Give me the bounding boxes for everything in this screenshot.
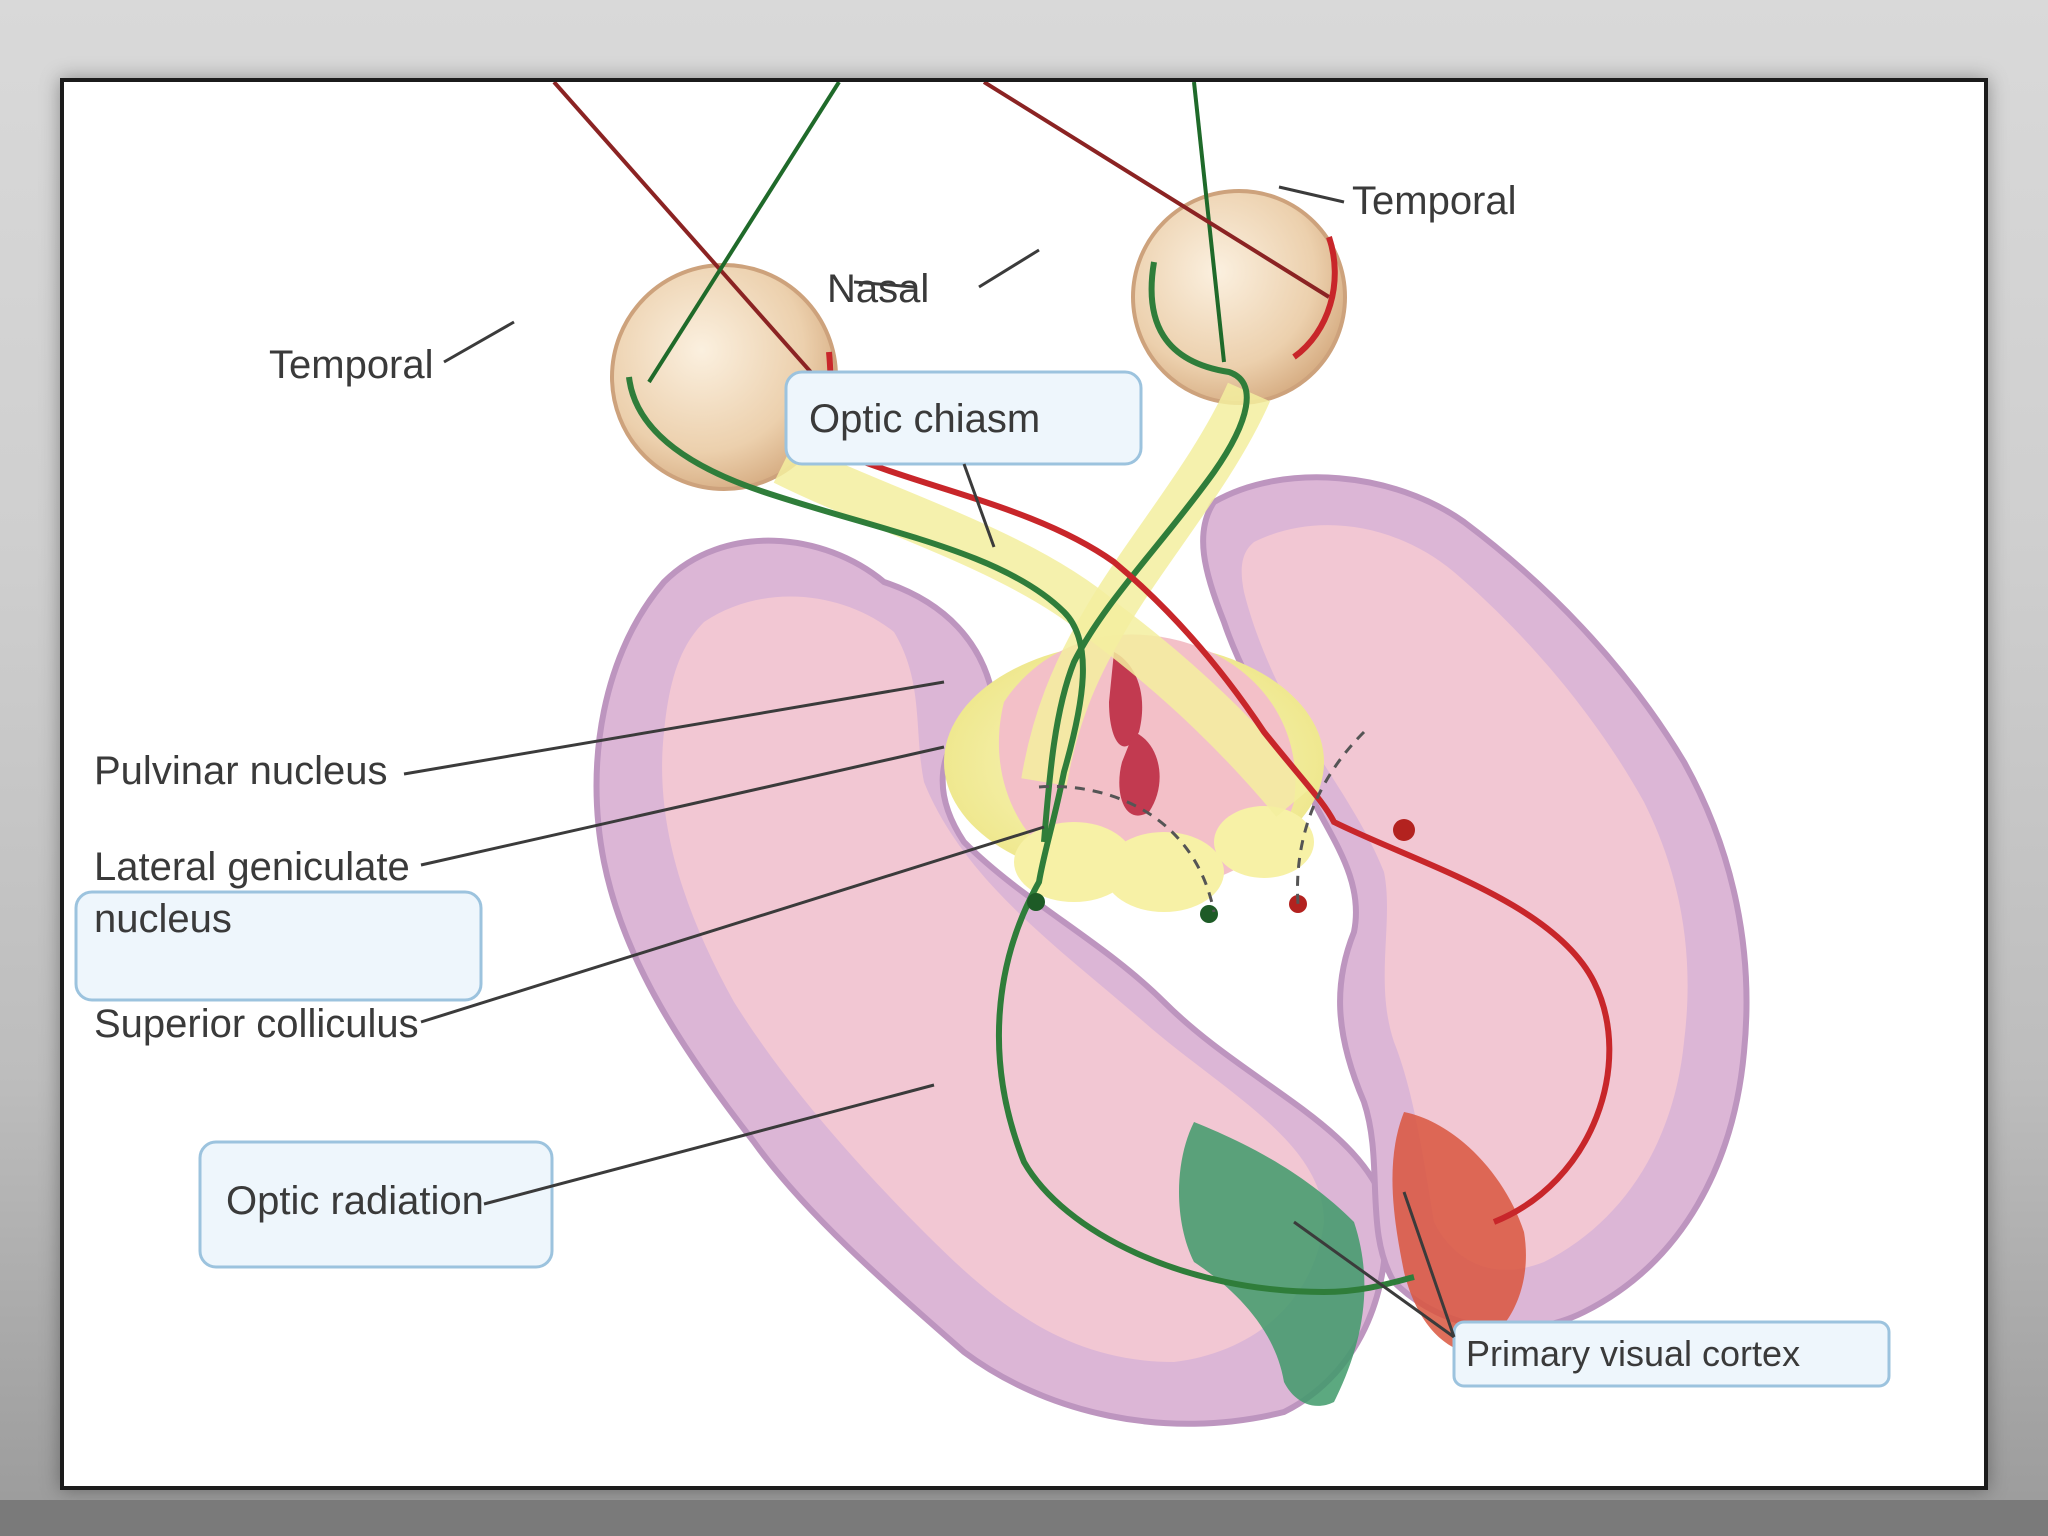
- right-eye: [1131, 189, 1347, 405]
- field-ray-1: [552, 82, 826, 389]
- label-temporal-left: Temporal: [269, 343, 434, 387]
- leader-pvc-left: [1293, 1220, 1455, 1339]
- label-lgn-line1: Lateral geniculate: [94, 845, 410, 889]
- visual-pathway-diagram: Temporal Nasal Temporal Optic chiasm Pul…: [74, 82, 1891, 1427]
- primary-visual-cortex-box: [1452, 1320, 1891, 1388]
- red-visual-pathway: [826, 351, 1613, 1225]
- field-ray-2: [647, 82, 841, 384]
- synapse-green: [1027, 893, 1045, 911]
- leader-nasal-right: [978, 248, 1040, 289]
- label-optic-radiation: Optic radiation: [226, 1179, 484, 1223]
- leader-superior-colliculus: [420, 825, 1045, 1024]
- optic-chiasm-box: [784, 370, 1143, 466]
- lateral-geniculate-box: [74, 890, 483, 1002]
- leader-pulvinar: [403, 680, 945, 776]
- slide: Temporal Nasal Temporal Optic chiasm Pul…: [60, 78, 1988, 1490]
- synapse-red: [1289, 895, 1307, 913]
- label-optic-chiasm: Optic chiasm: [809, 397, 1040, 441]
- primary-visual-cortex-left: [1179, 1122, 1365, 1406]
- leader-temporal-right: [1278, 185, 1345, 204]
- primary-visual-cortex-right: [1392, 1112, 1526, 1352]
- leader-optic-radiation: [483, 1083, 935, 1206]
- optic-radiation-box: [198, 1140, 554, 1269]
- red-temporal-fibers: [1292, 236, 1338, 360]
- leader-optic-chiasm: [962, 463, 996, 548]
- label-primary-visual-cortex: Primary visual cortex: [1466, 1333, 1800, 1374]
- leader-nasal-left: [853, 280, 915, 289]
- synapse-green-2: [1200, 905, 1218, 923]
- label-superior-colliculus: Superior colliculus: [94, 1002, 419, 1046]
- dashed-connection-1: [1038, 784, 1216, 913]
- label-lgn-line2: nucleus: [94, 897, 232, 941]
- dashed-connection-2: [1296, 730, 1366, 905]
- label-pulvinar-nucleus: Pulvinar nucleus: [94, 749, 388, 793]
- leader-pvc-right: [1402, 1191, 1456, 1338]
- synapse-red-2: [1393, 819, 1415, 841]
- leader-temporal-left: [443, 320, 515, 364]
- green-nasal-fibers: [1041, 261, 1250, 843]
- label-nasal: Nasal: [827, 267, 929, 311]
- leader-lgn: [420, 745, 945, 867]
- field-ray-4: [982, 82, 1331, 299]
- bottom-strip: [0, 1500, 2048, 1536]
- green-visual-pathway: [626, 376, 1415, 1296]
- label-temporal-right: Temporal: [1352, 179, 1517, 223]
